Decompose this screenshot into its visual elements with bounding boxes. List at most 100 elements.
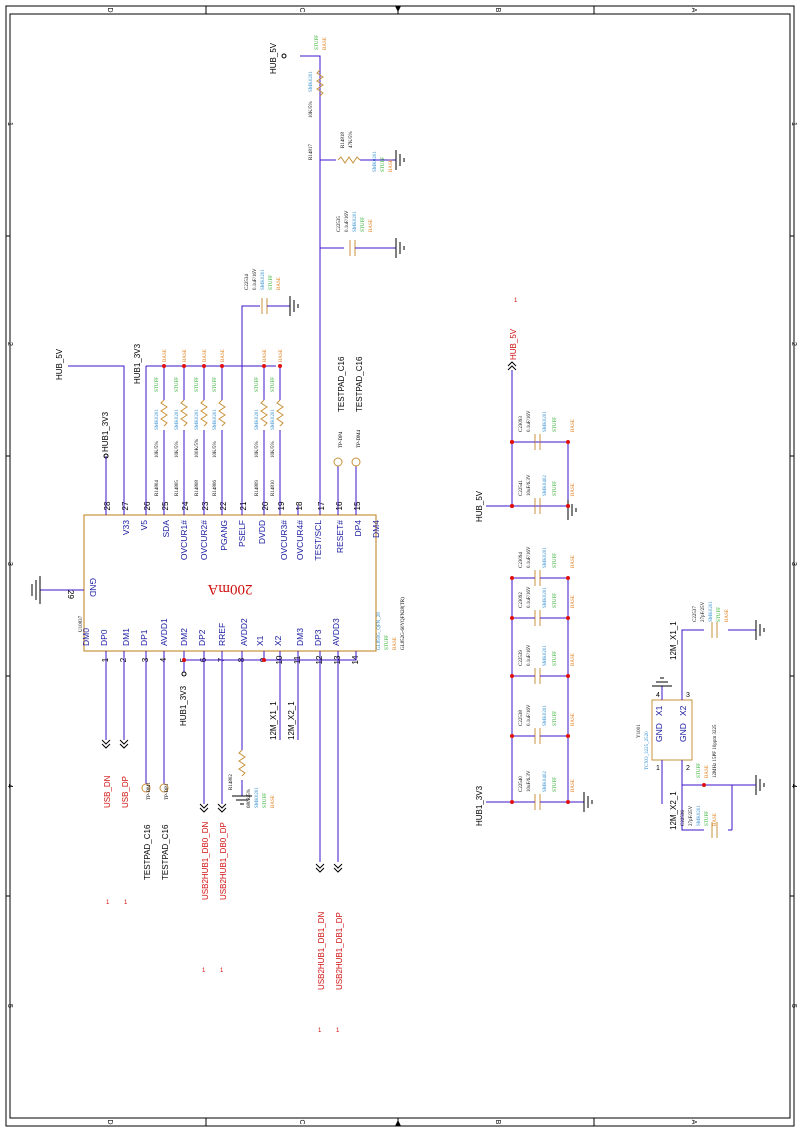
ic-body	[83, 514, 377, 652]
c22534-val: 0.1uF/16V	[253, 268, 258, 290]
ic-bottom-pin-name: DP0	[99, 629, 109, 646]
cap-fp: SMK0201	[543, 547, 548, 568]
pullup-base: BASE	[183, 349, 188, 362]
red-one-markers: 1 1 1 1 1 1 1	[106, 298, 518, 1034]
junction-pullup	[202, 364, 206, 368]
cap-base: BASE	[571, 653, 576, 666]
r14817-fp: SMK0201	[309, 71, 314, 92]
sheet-border	[5, 5, 795, 1127]
cap-base: BASE	[571, 555, 576, 568]
marker-db0-dp: 1	[220, 968, 224, 974]
c22536-base: BASE	[713, 813, 718, 826]
border-row-1: 1	[6, 122, 13, 126]
ic-top-pin-name: DP4	[353, 520, 363, 537]
pullup-resistor	[218, 399, 226, 427]
border-col-d-bottom: D	[106, 1119, 113, 1124]
cap-val: 0.1uF/16V	[527, 704, 532, 726]
pullup-ref: R14804	[155, 480, 160, 496]
pullup-val: 100K/5%	[195, 439, 200, 458]
ic-top-pin-number: 28	[103, 501, 112, 510]
r14817-stuff: STUFF	[315, 35, 320, 50]
c22536-val: 27pF/25V	[689, 805, 694, 826]
cap-base: BASE	[571, 483, 576, 496]
ic-base: BASE	[393, 637, 398, 650]
junction-avdd	[262, 658, 266, 662]
ic-top-pin-number: 21	[239, 501, 248, 510]
cap-val: 0.1uF/16V	[527, 546, 532, 568]
ic-gnd-pin-number: 29	[66, 590, 75, 599]
crystal-pin-gnd-a: GND	[654, 723, 664, 742]
c22537-stuff: STUFF	[717, 607, 722, 622]
pullup-val: 10K/5%	[255, 441, 260, 458]
cap-stuff: STUFF	[553, 553, 558, 568]
pullup-base: BASE	[163, 349, 168, 362]
cap-val: 10uF/6.3V	[527, 770, 532, 792]
ic-top-pin-number: 24	[181, 501, 190, 510]
ic-top-pin-name: SDA	[161, 520, 171, 538]
ic-bottom-pin-name: AVDD3	[331, 618, 341, 646]
marker-usb-dn: 1	[106, 900, 110, 906]
tp-dp4-label: TP-DP4	[339, 431, 344, 448]
border-col-b-bottom: B	[494, 1120, 501, 1125]
ic-bottom-pin-name: DM0	[81, 628, 91, 646]
r14802-val: 680R/5%	[247, 789, 252, 808]
pullup-ref: R14808	[195, 480, 200, 496]
dvdd-cap: C22534 0.1uF/16V SMK0201 STUFF BASE	[245, 268, 299, 316]
c22537-fp: SMK0201	[709, 601, 714, 622]
cap-ref: C23092	[519, 592, 524, 608]
net-x2-ic: 12M_X2_1	[287, 701, 296, 740]
ic-top-pin-number: 19	[277, 501, 286, 510]
ic-top-pin-name: PGANG	[219, 520, 229, 551]
marker-db0-dn: 1	[202, 968, 206, 974]
pullup-ref: R14805	[175, 480, 180, 496]
ground-symbol-ic	[31, 576, 41, 604]
ic-bottom-pin-name: AVDD1	[159, 618, 169, 646]
crystal-desc: 12MHz 15PF 10ppm 3225	[713, 724, 718, 778]
c22537-ref: C22537	[693, 606, 698, 622]
r14818-stuff: STUFF	[381, 157, 386, 172]
marker-usb-dp: 1	[124, 900, 128, 906]
crystal-pin-x2: X2	[678, 705, 688, 716]
ic-top-pin-number: 15	[353, 501, 362, 510]
ic-bottom-pin-number: 2	[119, 657, 128, 662]
net-hub1-3v3-avdd: HUB1_3V3	[179, 685, 188, 726]
ic-top-pin-name: DM4	[371, 520, 381, 538]
net-connector-avdd1	[181, 671, 187, 677]
pullup-val: 10K/5%	[213, 441, 218, 458]
border-row-labels: 1 2 3 4 5 1 2 3 4 5	[6, 122, 797, 1008]
cap-stuff: STUFF	[553, 777, 558, 792]
pullup-base: BASE	[203, 349, 208, 362]
cap-ref: C22541	[519, 480, 524, 496]
cap-fp: SMK0402	[543, 475, 548, 496]
net-x1-crystal: 12M_X1_1	[669, 621, 678, 660]
crystal-pin-x1: X1	[654, 705, 664, 716]
resistor-r14818	[337, 156, 361, 164]
border-row-2: 2	[6, 342, 13, 346]
cap-ref: C23093	[519, 416, 524, 432]
r14802-fp: SMK0201	[255, 787, 260, 808]
crystal-body	[651, 699, 693, 761]
ic-bottom-pin-number: 3	[141, 657, 150, 662]
c22534-base: BASE	[277, 277, 282, 290]
decoupling-hub1-3v3: HUB1_3V3	[475, 578, 593, 826]
cap-stuff: STUFF	[553, 651, 558, 666]
ic-top-pin-name: RESET#	[335, 520, 345, 553]
border-col-a: A	[690, 8, 697, 13]
junction-pullup	[220, 364, 224, 368]
junction-pullup	[182, 364, 186, 368]
junction-pullup	[278, 364, 282, 368]
ic-bottom-pin-name: DP1	[139, 629, 149, 646]
net-hub1-3v3-caps: HUB1_3V3	[475, 785, 484, 826]
ic-u10837[interactable]: 200mA U10837 GL850G_QFN_28 STUFF BASE GL…	[40, 501, 406, 664]
crystal-caps: C22537 27pF/25V SMK0201 STUFF BASE C2253…	[681, 601, 730, 838]
c22535-val: 0.1uF/16V	[345, 210, 350, 232]
c22537-val: 27pF/25V	[701, 601, 706, 622]
pullup-resistor	[160, 399, 168, 427]
ic-top-pin-number: 27	[121, 501, 130, 510]
off-page-connectors-bottom	[101, 739, 343, 873]
net-hub-5v-caps: HUB_5V	[475, 490, 484, 522]
r14802-ref: R14802	[229, 774, 234, 790]
ic-bottom-pin-name: X1	[255, 635, 265, 646]
crystal-y1001[interactable]: X1 GND GND X2 Y1001 TCXO_3225_2520 STUFF…	[637, 699, 718, 778]
